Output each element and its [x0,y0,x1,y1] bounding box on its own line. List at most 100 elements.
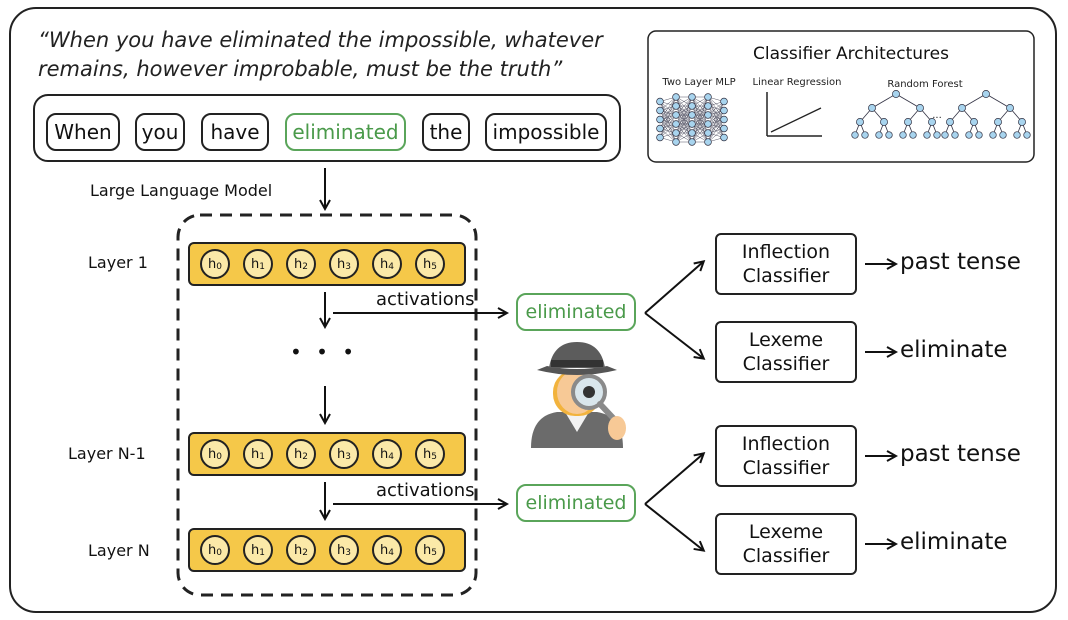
mlp-edge [659,114,677,138]
tree-node [958,104,966,112]
classifier-line-1: Lexeme [748,521,824,543]
tree-node [892,90,900,98]
hidden-unit-letter: h [337,446,346,462]
hidden-unit-letter: h [208,256,217,272]
mlp-edge [691,105,709,143]
activations-label-upper: activations [376,289,475,310]
hidden-unit-index: 1 [259,452,265,462]
mlp-node [656,124,664,133]
hidden-unit-index: 0 [216,452,222,462]
tree-node [1018,118,1026,126]
tree-leaf [933,131,941,139]
tree-node [946,118,954,126]
layer-ellipsis: • • • [290,340,359,364]
hidden-unit-letter: h [208,446,217,462]
quote-line-2: remains, however improbable, must be the… [38,57,563,81]
mlp-node [720,106,728,115]
hidden-unit-letter: h [208,542,217,558]
lexeme-classifier-lower: Lexeme Classifier [715,513,857,575]
token-eliminated: eliminated [285,113,406,151]
hidden-unit-index: 2 [302,262,308,272]
token-have: have [201,113,269,151]
mlp-edge [659,96,677,120]
mlp-edge [691,96,709,125]
hidden-unit-letter: h [251,446,260,462]
hidden-unit-index: 4 [388,262,394,272]
tree-leaf [909,131,917,139]
tree-node [868,104,876,112]
tree-leaf [875,131,883,139]
activations-label-lower: activations [376,480,475,501]
linear-regression-icon [766,92,822,137]
inflection-classifier-lower: Inflection Classifier [715,425,857,487]
detective-emoji-icon [531,342,626,448]
hidden-unit-letter: h [380,446,389,462]
output-inflection-upper: past tense [900,249,1021,275]
mlp-node [672,111,680,119]
mlp-node [672,138,680,146]
mlp-edge [707,119,725,143]
layer-n-label: Layer N [88,541,150,560]
token-you: you [135,113,185,151]
hidden-unit-index: 0 [216,548,222,558]
tree-node [1006,104,1014,112]
hidden-unit-index: 0 [216,262,222,272]
lexeme-classifier-upper: Lexeme Classifier [715,321,857,383]
hidden-unit-index: 2 [302,548,308,558]
mlp-node [704,129,712,137]
mlp-node [656,133,664,142]
token-the: the [422,113,470,151]
mlp-edge [675,96,693,134]
classifier-line-2: Classifier [742,265,830,287]
hidden-unit-index: 5 [431,548,437,558]
mlp-edge [707,101,725,125]
mlp-edge [691,96,709,134]
tree-edge [961,93,987,109]
tree-node [916,104,924,112]
tree-node [982,90,990,98]
quote-text: “When you have eliminated the impossible… [38,26,618,84]
mlp-node [688,120,696,128]
mlp-edge [691,114,709,143]
mlp-node [672,120,680,128]
classifier-line-1: Lexeme [748,329,824,351]
classifier-line-2: Classifier [742,545,830,567]
tree-leaf [989,131,997,139]
mlp-edge [691,96,709,116]
hidden-unit-letter: h [423,542,432,558]
mlp-node [704,102,712,110]
tree-edge [985,93,1011,109]
mlp-edge [707,110,725,143]
output-inflection-lower: past tense [900,441,1021,467]
hidden-unit-index: 4 [388,452,394,462]
mlp-node [704,111,712,119]
mlp-node [656,106,664,115]
mlp-edge [675,96,693,125]
forest-ellipsis: ... [932,110,942,121]
hidden-unit-index: 3 [345,548,351,558]
classifier-line-1: Inflection [741,433,831,455]
random-forest-label: Random Forest [887,79,963,90]
inflection-classifier-upper: Inflection Classifier [715,233,857,295]
mlp-node [656,97,664,106]
probe-token-upper: eliminated [516,293,636,331]
hidden-unit-index: 3 [345,452,351,462]
arrow-to-lexeme-upper [644,312,703,358]
hidden-unit-letter: h [294,256,303,272]
tree-leaf [941,131,949,139]
